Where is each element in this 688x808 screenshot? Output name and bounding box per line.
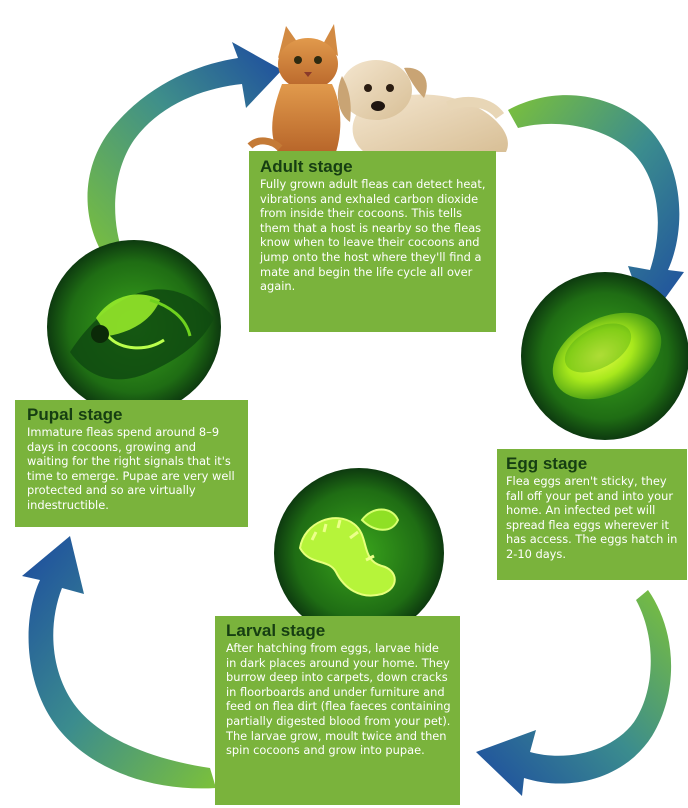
larval-stage-box: Larval stage After hatching from eggs, l… bbox=[215, 616, 460, 805]
dog-illustration bbox=[338, 60, 508, 152]
larval-stage-text: After hatching from eggs, larvae hide in… bbox=[226, 641, 452, 758]
pupal-stage-title: Pupal stage bbox=[27, 405, 240, 424]
egg-stage-box: Egg stage Flea eggs aren't sticky, they … bbox=[497, 449, 687, 580]
larva-image bbox=[274, 468, 444, 638]
larval-stage-title: Larval stage bbox=[226, 621, 452, 640]
adult-stage-title: Adult stage bbox=[260, 157, 486, 176]
egg-stage-title: Egg stage bbox=[506, 454, 682, 473]
cat-illustration bbox=[250, 24, 340, 152]
adult-stage-text: Fully grown adult fleas can detect heat,… bbox=[260, 177, 486, 294]
adult-stage-box: Adult stage Fully grown adult fleas can … bbox=[249, 151, 496, 332]
cycle-arrow-egg-to-larval bbox=[476, 590, 671, 796]
egg-image bbox=[521, 272, 688, 440]
cycle-arrow-larval-to-pupal bbox=[22, 536, 216, 788]
pets-illustration bbox=[238, 6, 520, 156]
pupal-stage-box: Pupal stage Immature fleas spend around … bbox=[15, 400, 248, 527]
adult-flea-image bbox=[47, 240, 221, 414]
egg-stage-text: Flea eggs aren't sticky, they fall off y… bbox=[506, 474, 682, 562]
pupal-stage-text: Immature fleas spend around 8–9 days in … bbox=[27, 425, 240, 513]
